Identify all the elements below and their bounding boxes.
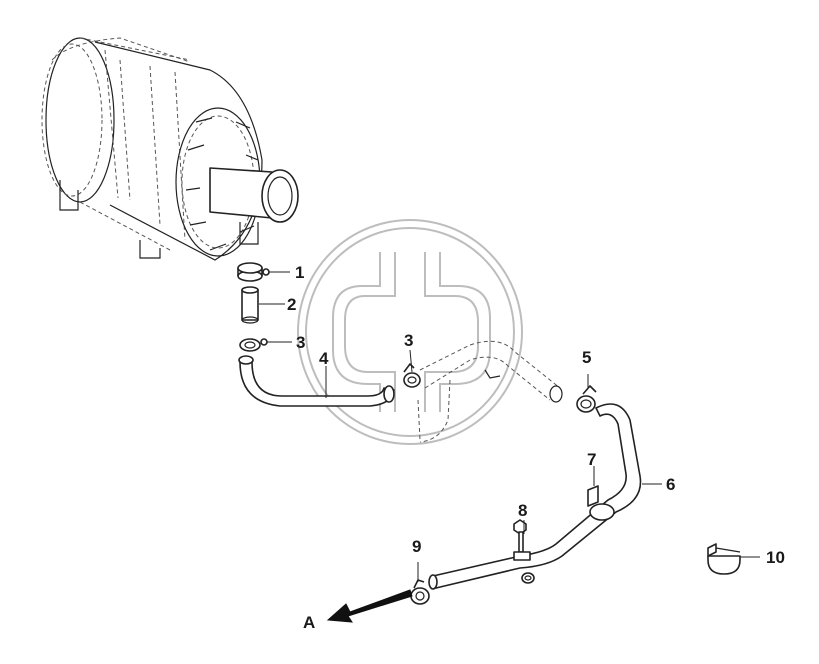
callout-8: 8 (518, 501, 527, 520)
callout-9: 9 (412, 537, 421, 556)
hose-clamp-middle (403, 349, 421, 388)
hose-clamp-lower (239, 338, 292, 352)
retaining-clip (707, 543, 760, 575)
pipe-bracket (587, 466, 599, 507)
hose-clamp-right (576, 374, 597, 413)
outlet-pipe (428, 403, 662, 590)
callout-6: 6 (666, 475, 675, 494)
callout-4: 4 (319, 349, 329, 368)
intake-pipe-dashed (417, 340, 563, 443)
end-clamp (410, 562, 430, 605)
callout-10: 10 (766, 548, 785, 567)
direction-arrow (326, 589, 413, 623)
bolt-clamp (513, 519, 535, 584)
callout-2: 2 (287, 295, 296, 314)
connecting-tube (241, 286, 285, 324)
callout-5: 5 (582, 348, 591, 367)
hose-clamp-upper (237, 262, 290, 282)
air-filter-housing (41, 37, 299, 261)
callout-1: 1 (295, 263, 304, 282)
watermark-logo (297, 219, 523, 445)
callout-3-left: 3 (296, 333, 305, 352)
rubber-hose (238, 355, 395, 407)
direction-label: A (303, 613, 315, 632)
callout-7: 7 (587, 450, 596, 469)
callout-3-right: 3 (404, 331, 413, 350)
